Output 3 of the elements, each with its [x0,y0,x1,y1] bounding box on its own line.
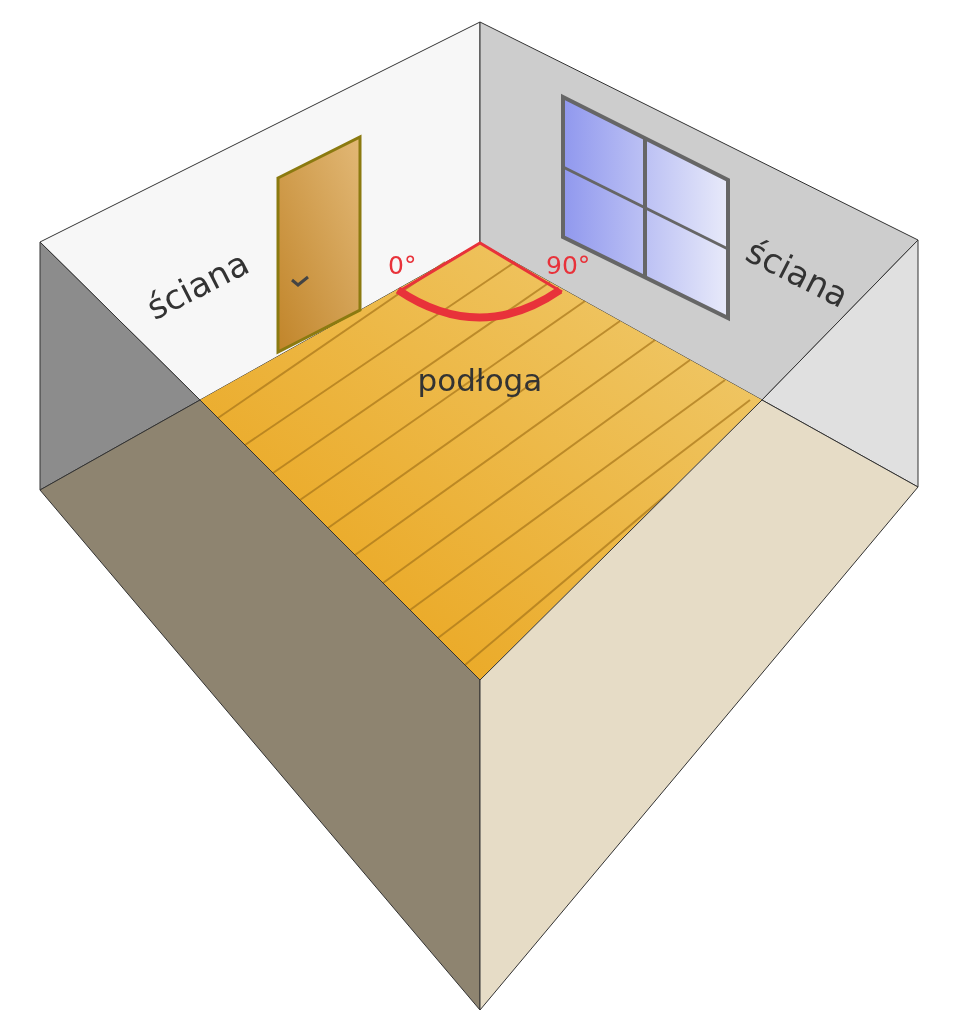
angle-label: 90° [546,252,591,278]
floor-label: podłoga [417,364,543,396]
angle-label: 0° [388,252,417,278]
